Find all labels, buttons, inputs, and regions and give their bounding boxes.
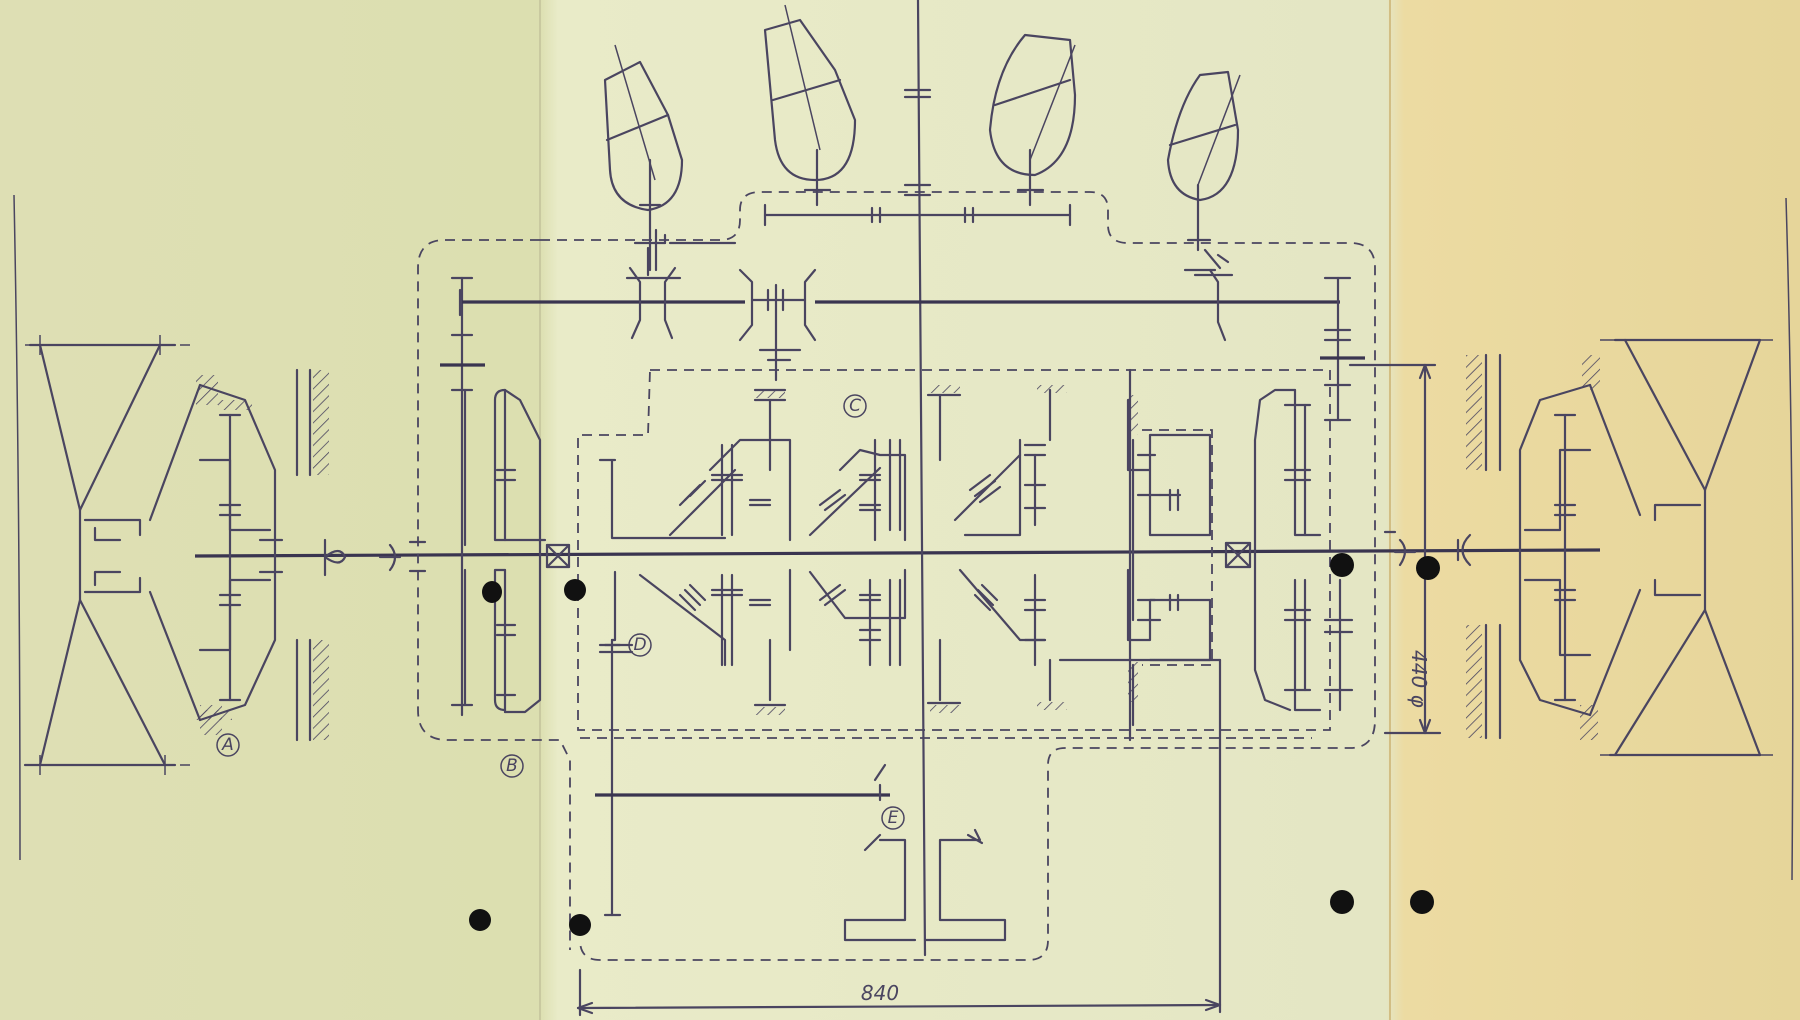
left-wheel-hub xyxy=(23,335,427,775)
housing-outline-upper xyxy=(417,191,1376,961)
svg-text:D: D xyxy=(633,635,646,655)
gearbox-internals xyxy=(598,385,1212,917)
label-c: C xyxy=(843,394,867,418)
svg-text:E: E xyxy=(888,808,899,828)
punch-hole xyxy=(1330,553,1354,577)
height-dimension xyxy=(1348,363,1442,735)
upper-distribution-shaft xyxy=(458,228,1365,422)
width-dimension-label: 840 xyxy=(861,981,899,1005)
label-a: A xyxy=(216,733,240,757)
cutter-heads xyxy=(603,4,1241,272)
svg-text:A: A xyxy=(221,735,234,755)
punch-hole xyxy=(469,909,491,931)
auxiliary-drive xyxy=(598,643,634,654)
label-e: E xyxy=(881,806,905,830)
right-gear-train xyxy=(1224,388,1472,712)
punch-hole xyxy=(569,914,591,936)
power-take-off xyxy=(595,763,1007,942)
sheet-margin-right xyxy=(1785,197,1794,881)
right-wheel-hub xyxy=(1466,338,1775,757)
width-dimension xyxy=(576,368,1222,1017)
sheet-margin-left xyxy=(13,194,21,861)
height-dimension-label: 440 φ xyxy=(1407,650,1431,708)
vertical-axis xyxy=(916,0,927,957)
input-gear-train xyxy=(440,276,571,717)
punch-hole xyxy=(1410,890,1434,914)
label-d: D xyxy=(628,633,652,657)
main-shaft xyxy=(194,548,1601,558)
svg-text:B: B xyxy=(506,756,518,776)
housing-outline-mid xyxy=(1142,429,1213,666)
svg-text:C: C xyxy=(849,396,861,416)
housing-outline-inner xyxy=(577,369,1331,731)
punch-hole xyxy=(1416,556,1440,580)
punch-hole xyxy=(482,581,502,603)
label-b: B xyxy=(500,754,524,778)
punch-hole xyxy=(1330,890,1354,914)
punch-hole xyxy=(564,579,586,601)
